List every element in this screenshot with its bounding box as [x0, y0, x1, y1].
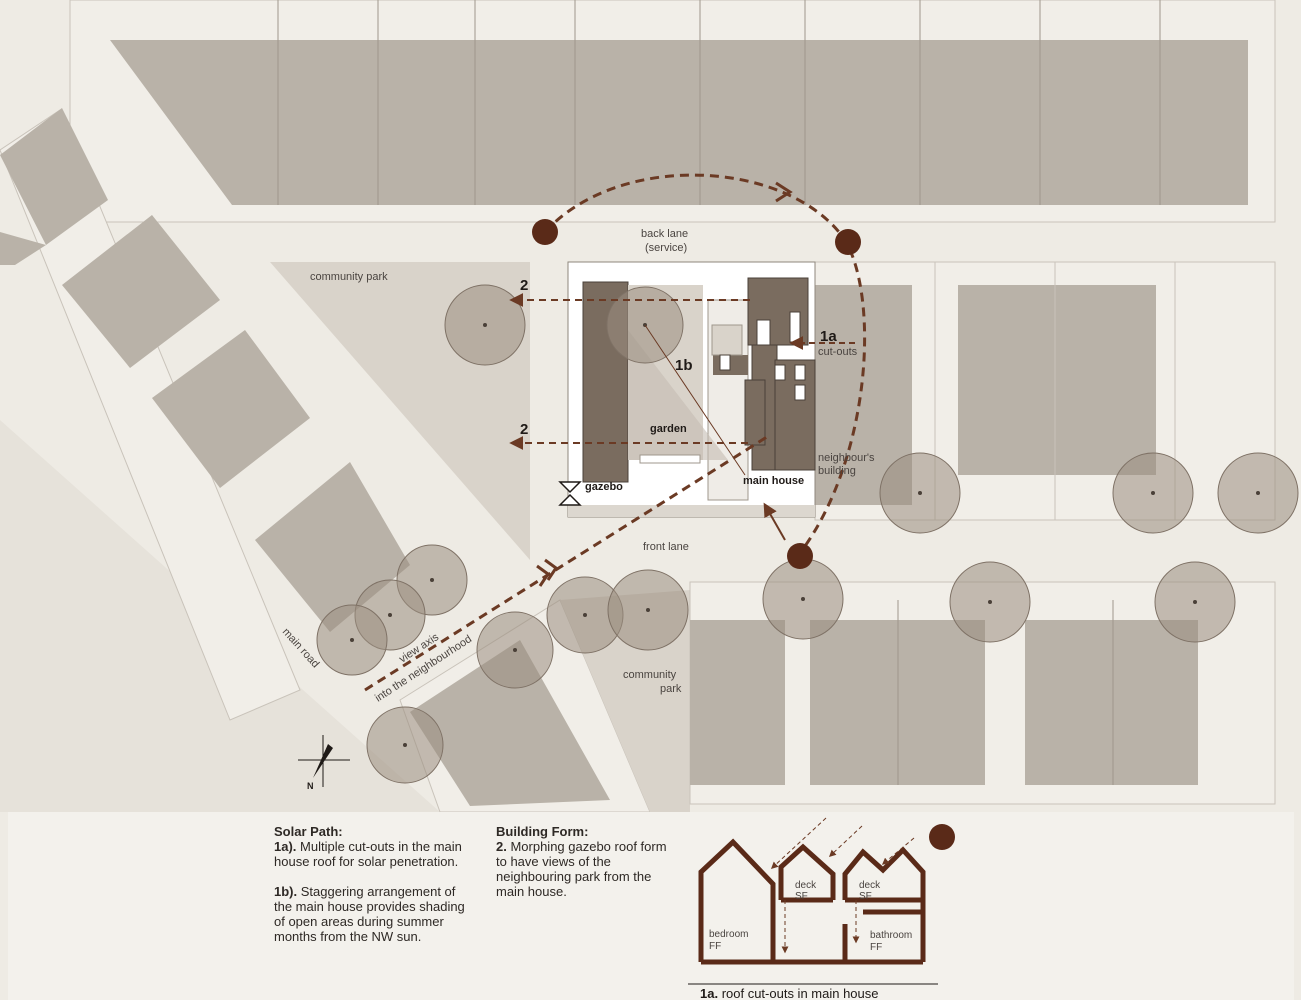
section-caption: 1a. roof cut-outs in main house	[700, 986, 879, 1000]
deck-left-sub: SF	[795, 891, 808, 902]
deck-right-label: deck	[859, 880, 881, 891]
gazebo-view-number-bottom: 2	[520, 421, 528, 438]
gazebo-view-number-top: 2	[520, 277, 528, 294]
section-caption-text: roof cut-outs in main house	[718, 986, 878, 1000]
solar-1b-text: Staggering arrangement of the main house…	[274, 884, 465, 944]
left-lots	[0, 108, 410, 721]
section-caption-number: 1a.	[700, 986, 718, 1000]
legend-panel: Solar Path: 1a). Multiple cut-outs in th…	[8, 812, 1294, 1000]
form-2-note: 2. Morphing gazebo roof form to have vie…	[496, 839, 676, 899]
bedroom-label: bedroom	[709, 929, 748, 940]
bathroom-label: bathroom	[870, 930, 912, 941]
front-lane-label: front lane	[643, 541, 689, 553]
solar-1b-arrow	[763, 502, 786, 541]
community-park-top-label: community park	[310, 271, 388, 283]
solar-path-notes: Solar Path: 1a). Multiple cut-outs in th…	[274, 824, 474, 944]
north-label: N	[307, 781, 314, 791]
view-axis-chevrons	[536, 558, 559, 587]
back-lane-label: back lane	[641, 228, 688, 240]
community-park-bottom-label-1: community	[623, 669, 677, 681]
form-2-number: 2.	[496, 839, 507, 854]
solar-1a-note: 1a). Multiple cut-outs in the main house…	[274, 839, 474, 869]
stagger-number: 1b	[675, 357, 693, 374]
community-park-bottom-label-2: park	[660, 683, 682, 695]
garden-label: garden	[650, 423, 687, 435]
solar-1b-number: 1b).	[274, 884, 298, 899]
building-form-title: Building Form:	[496, 824, 589, 839]
gazebo-symbol	[558, 481, 582, 506]
bathroom-sub: FF	[870, 942, 882, 953]
solar-1b-note: 1b). Staggering arrangement of the main …	[274, 884, 474, 944]
roof-section-diagram: deck SF deck SF bedroom FF bathroom FF 1…	[688, 817, 955, 1000]
cutouts-label: cut-outs	[818, 346, 858, 358]
back-lane-sub-label: (service)	[645, 242, 687, 254]
section-sun-icon	[929, 824, 955, 850]
main-house-label: main house	[743, 475, 804, 487]
solar-path-direction	[775, 181, 793, 203]
solar-1a-text: Multiple cut-outs in the main house roof…	[274, 839, 462, 869]
top-block	[69, 0, 1276, 223]
cutouts-number: 1a	[820, 328, 837, 345]
solar-path-title: Solar Path:	[274, 824, 343, 839]
neighbour-label-1: neighbour's	[818, 452, 875, 464]
sun-morning	[532, 219, 558, 245]
site-plan-drawing: back lane (service) community park commu…	[0, 0, 1299, 813]
sun-evening	[787, 543, 813, 569]
form-2-text: Morphing gazebo roof form to have views …	[496, 839, 667, 899]
neighbour-label-2: building	[818, 465, 856, 477]
view-axis-arrow	[364, 433, 771, 692]
tree-centers	[350, 323, 1260, 747]
north-arrow-icon	[298, 735, 350, 787]
site-lot	[567, 261, 816, 518]
bedroom-sub: FF	[709, 941, 721, 952]
sun-noon	[835, 229, 861, 255]
deck-right-sub: SF	[859, 891, 872, 902]
building-form-notes: Building Form: 2. Morphing gazebo roof f…	[496, 824, 676, 899]
stagger-line	[644, 324, 746, 476]
gazebo-label: gazebo	[585, 481, 623, 493]
deck-left-label: deck	[795, 880, 817, 891]
solar-1a-number: 1a).	[274, 839, 297, 854]
